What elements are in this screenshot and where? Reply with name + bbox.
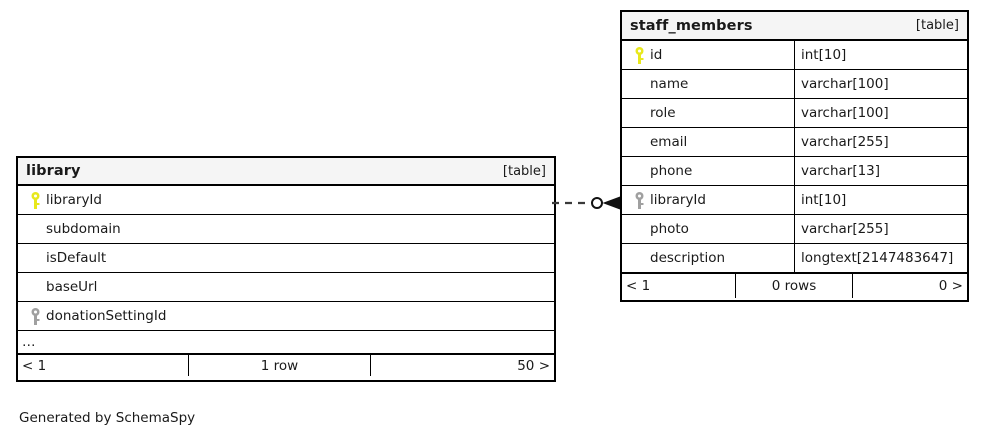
foreign-key-icon: [24, 307, 46, 325]
primary-key-icon: [628, 46, 650, 64]
table-row[interactable]: phone varchar[13]: [622, 157, 967, 186]
table-row[interactable]: email varchar[255]: [622, 128, 967, 157]
column-label: name: [650, 76, 689, 92]
prev-page-button[interactable]: < 1: [22, 357, 47, 374]
column-name-cell: donationSettingId: [18, 302, 554, 330]
column-label: phone: [650, 163, 693, 179]
next-page-button[interactable]: 50 >: [370, 355, 554, 376]
table-header-staff-members: staff_members [table]: [622, 12, 967, 41]
column-label: id: [650, 47, 663, 63]
column-type: varchar[255]: [794, 215, 967, 243]
table-row[interactable]: name varchar[100]: [622, 70, 967, 99]
column-name-cell: isDefault: [18, 244, 554, 272]
column-label: photo: [650, 221, 689, 237]
column-name-cell: baseUrl: [18, 273, 554, 301]
column-type: int[10]: [794, 186, 967, 214]
table-node-library[interactable]: library [table] libraryId subdomai: [16, 156, 556, 382]
table-row[interactable]: isDefault: [18, 244, 554, 273]
table-footer-staff-members: < 1 0 rows 0 >: [622, 273, 967, 298]
foreign-key-icon: [628, 191, 650, 209]
column-label: role: [650, 105, 676, 121]
table-node-staff-members[interactable]: staff_members [table] id int[10]: [620, 10, 969, 302]
column-label: subdomain: [46, 221, 121, 237]
column-name-cell: description: [622, 244, 794, 272]
column-name-cell: id: [622, 41, 794, 69]
table-row[interactable]: photo varchar[255]: [622, 215, 967, 244]
table-row[interactable]: donationSettingId: [18, 302, 554, 331]
column-type: longtext[2147483647]: [794, 244, 967, 272]
column-name-cell: role: [622, 99, 794, 127]
column-type: varchar[13]: [794, 157, 967, 185]
table-type-tag: [table]: [502, 163, 546, 179]
table-header-library: library [table]: [18, 158, 554, 186]
row-count-label: 1 row: [188, 355, 370, 376]
column-type: varchar[100]: [794, 99, 967, 127]
column-name-cell: name: [622, 70, 794, 98]
table-type-tag: [table]: [915, 18, 959, 33]
more-columns-indicator: …: [18, 331, 554, 354]
column-type: varchar[100]: [794, 70, 967, 98]
column-label: description: [650, 250, 726, 266]
column-name-cell: subdomain: [18, 215, 554, 243]
table-row[interactable]: description longtext[2147483647]: [622, 244, 967, 273]
column-label: libraryId: [650, 192, 706, 208]
cardinality-zero-circle: [591, 197, 603, 209]
column-label: baseUrl: [46, 279, 98, 295]
column-name-cell: photo: [622, 215, 794, 243]
column-label: email: [650, 134, 688, 150]
column-type: int[10]: [794, 41, 967, 69]
relationship-connector-library-staff-members: [552, 196, 620, 210]
next-page-button[interactable]: 0 >: [852, 274, 967, 298]
table-row[interactable]: id int[10]: [622, 41, 967, 70]
table-title: library: [26, 163, 81, 179]
row-count-label: 0 rows: [735, 274, 852, 298]
table-row[interactable]: libraryId: [18, 186, 554, 215]
table-row[interactable]: role varchar[100]: [622, 99, 967, 128]
table-row[interactable]: subdomain: [18, 215, 554, 244]
column-name-cell: libraryId: [622, 186, 794, 214]
table-row[interactable]: libraryId int[10]: [622, 186, 967, 215]
column-name-cell: email: [622, 128, 794, 156]
table-footer-library: < 1 1 row 50 >: [18, 354, 554, 376]
column-label: isDefault: [46, 250, 107, 266]
column-type: varchar[255]: [794, 128, 967, 156]
column-name-cell: libraryId: [18, 186, 554, 214]
generator-credit: Generated by SchemaSpy: [19, 410, 196, 426]
column-label: libraryId: [46, 192, 102, 208]
column-name-cell: phone: [622, 157, 794, 185]
column-label: donationSettingId: [46, 308, 167, 324]
primary-key-icon: [24, 191, 46, 209]
table-row[interactable]: baseUrl: [18, 273, 554, 302]
prev-page-button[interactable]: < 1: [626, 278, 651, 294]
table-title: staff_members: [630, 17, 753, 34]
cardinality-many-crowsfoot: [602, 196, 620, 210]
